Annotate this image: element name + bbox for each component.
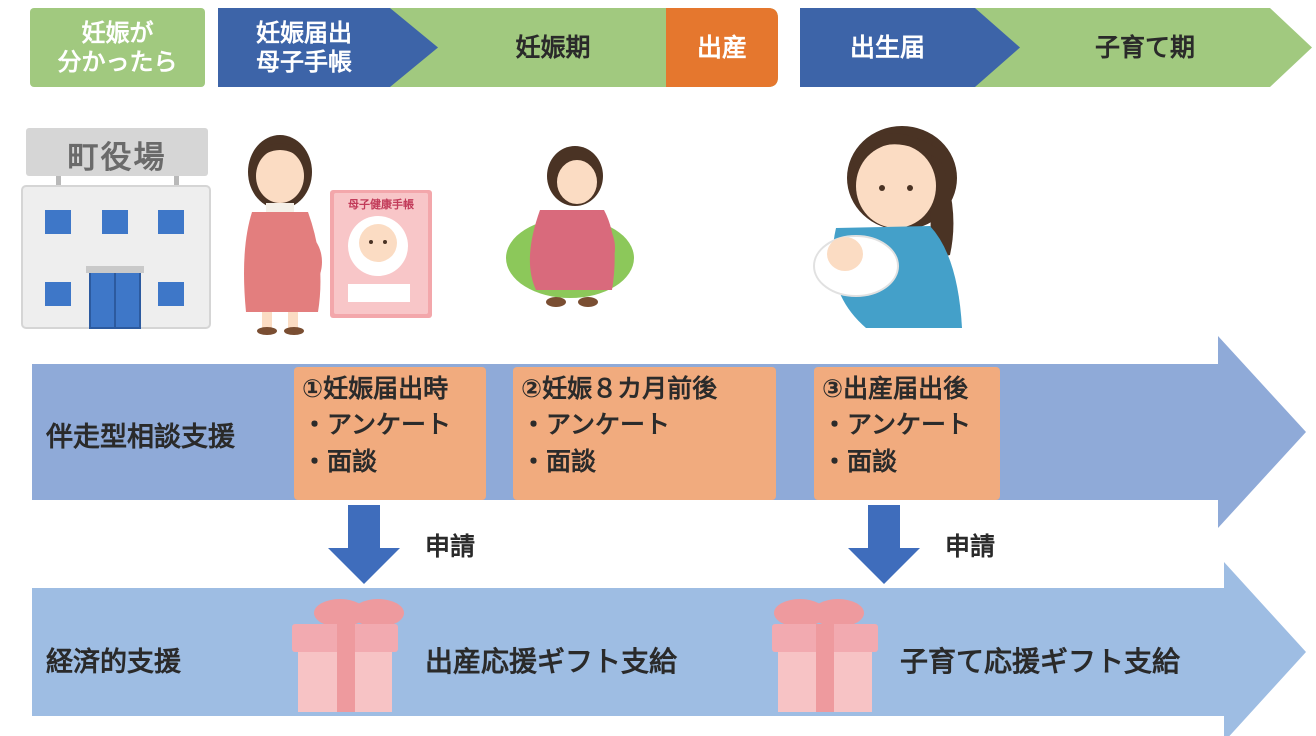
mother-with-baby-illustration <box>813 126 962 328</box>
pregnant-woman-illustration <box>244 135 322 335</box>
consult-step-2-title: ②妊娠８カ月前後 <box>521 374 718 403</box>
report-chevron <box>218 8 438 87</box>
town-hall-sign-board <box>26 128 208 176</box>
gift-box-icon <box>772 599 878 712</box>
consult-step-1-item-interview: ・面談 <box>302 446 378 476</box>
gift-box-icon <box>292 599 404 712</box>
stage-childcare-label: 子育て期 <box>1094 32 1195 62</box>
consult-step-3-title: ③出産届出後 <box>822 374 969 403</box>
consult-step-3-box: ③出産届出後 ・アンケート ・面談 <box>814 367 1000 500</box>
consult-step-1-title: ①妊娠届出時 <box>302 374 449 403</box>
consult-step-3-item-survey: ・アンケート <box>822 410 972 440</box>
consult-step-1-box: ①妊娠届出時 ・アンケート ・面談 <box>294 367 486 500</box>
stage-discover-label: 妊娠が 分かったら <box>57 19 178 76</box>
apply-label-2: 申請 <box>945 532 996 561</box>
down-arrow-2 <box>848 505 920 584</box>
handbook-title-text: 母子健康手帳 <box>348 198 414 211</box>
childcare-arrow <box>975 8 1312 87</box>
consult-step-2-item-survey: ・アンケート <box>521 410 671 440</box>
childcare-gift-label: 子育て応援ギフト支給 <box>900 645 1181 678</box>
birth-gift-label: 出産応援ギフト支給 <box>425 645 678 678</box>
stage-report-label: 妊娠届出 母子手帳 <box>256 19 352 76</box>
town-hall-sign-text: 町役場 <box>67 140 167 176</box>
town-hall-illustration <box>21 128 211 329</box>
consult-step-3-item-interview: ・面談 <box>822 446 898 476</box>
apply-label-1: 申請 <box>425 532 476 561</box>
consult-support-label: 伴走型相談支援 <box>46 422 235 453</box>
stage-pregnancy-label: 妊娠期 <box>515 32 591 62</box>
consult-step-2-item-interview: ・面談 <box>521 446 597 476</box>
economic-support-label: 経済的支援 <box>46 647 181 678</box>
birth-report-chevron <box>800 8 1020 87</box>
timeline-bar <box>30 8 1312 87</box>
consult-step-2-box: ②妊娠８カ月前後 ・アンケート ・面談 <box>513 367 776 500</box>
consult-step-1-item-survey: ・アンケート <box>302 410 452 440</box>
maternal-handbook-illustration <box>330 190 432 318</box>
stage-birth-label: 出産 <box>696 32 747 62</box>
sitting-pregnant-woman-illustration <box>506 146 634 307</box>
down-arrow-1 <box>328 505 400 584</box>
stage-discover-box <box>30 8 205 87</box>
birth-block <box>666 8 778 87</box>
stage-birth-report-label: 出生届 <box>849 32 925 62</box>
